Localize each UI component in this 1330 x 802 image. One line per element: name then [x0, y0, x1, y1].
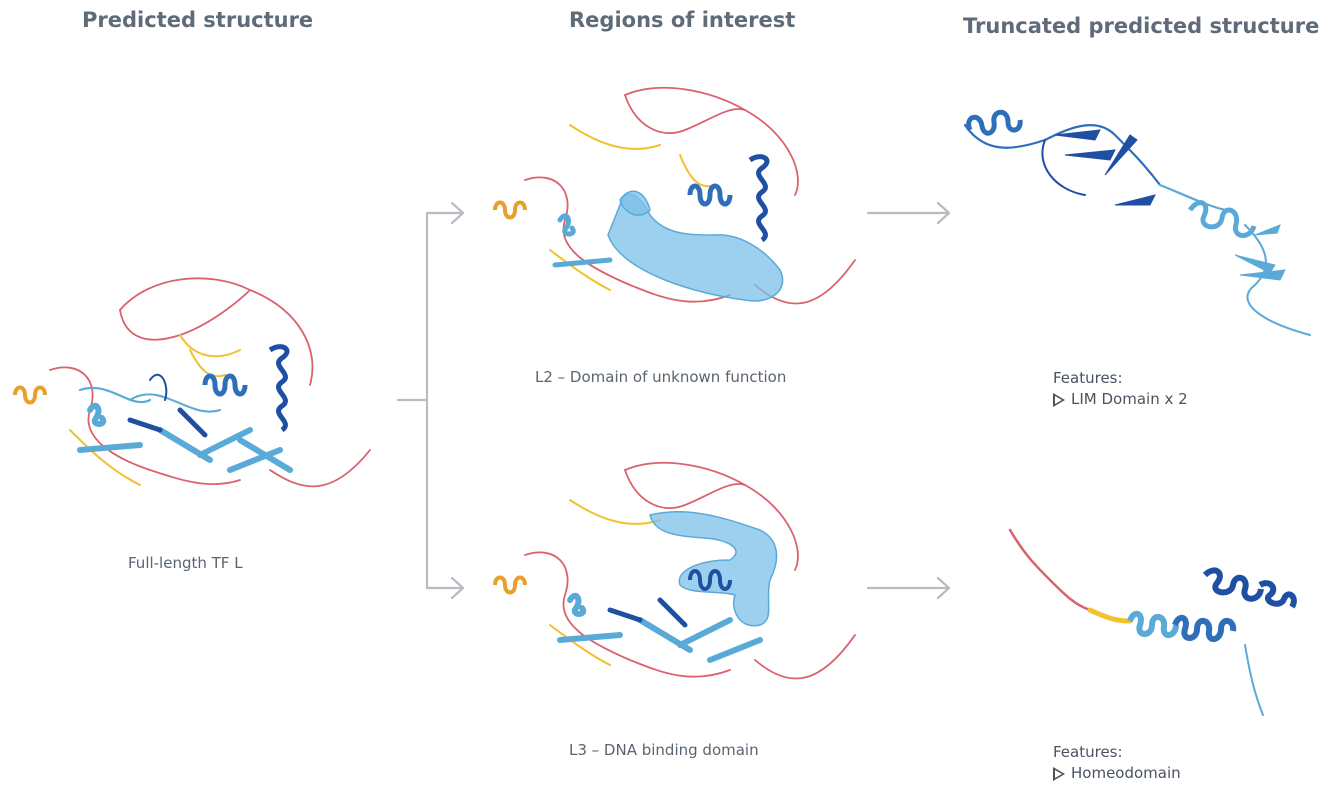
caption-l3: L3 – DNA binding domain [569, 741, 759, 759]
features-homeodomain: Features: Homeodomain [1053, 742, 1181, 784]
feature-item-label: LIM Domain x 2 [1071, 390, 1188, 408]
features-lim: Features: LIM Domain x 2 [1053, 368, 1188, 410]
truncated-lim-structure [963, 109, 1311, 336]
truncated-homeodomain-structure [1008, 528, 1297, 716]
full-length-structure [13, 277, 371, 488]
feature-item-lim: LIM Domain x 2 [1053, 389, 1188, 410]
play-triangle-icon [1053, 392, 1065, 407]
caption-full-length: Full-length TF L [128, 554, 243, 572]
arrowhead-top-left [450, 201, 465, 225]
title-regions-of-interest: Regions of interest [569, 8, 796, 32]
caption-l2: L2 – Domain of unknown function [535, 368, 787, 386]
title-predicted-structure: Predicted structure [82, 8, 314, 32]
arrow-bottom-right [866, 576, 951, 600]
feature-item-label: Homeodomain [1071, 764, 1181, 782]
arrowhead-bottom-left [450, 576, 465, 600]
features-label: Features: [1053, 369, 1123, 387]
title-truncated-structure: Truncated predicted structure [963, 14, 1320, 38]
features-label: Features: [1053, 743, 1123, 761]
l2-region-structure [493, 86, 856, 305]
l3-region-structure [493, 461, 856, 680]
feature-item-homeodomain: Homeodomain [1053, 763, 1181, 784]
play-triangle-icon [1053, 766, 1065, 781]
branch-connector [396, 211, 464, 590]
arrow-top-right [866, 201, 951, 225]
